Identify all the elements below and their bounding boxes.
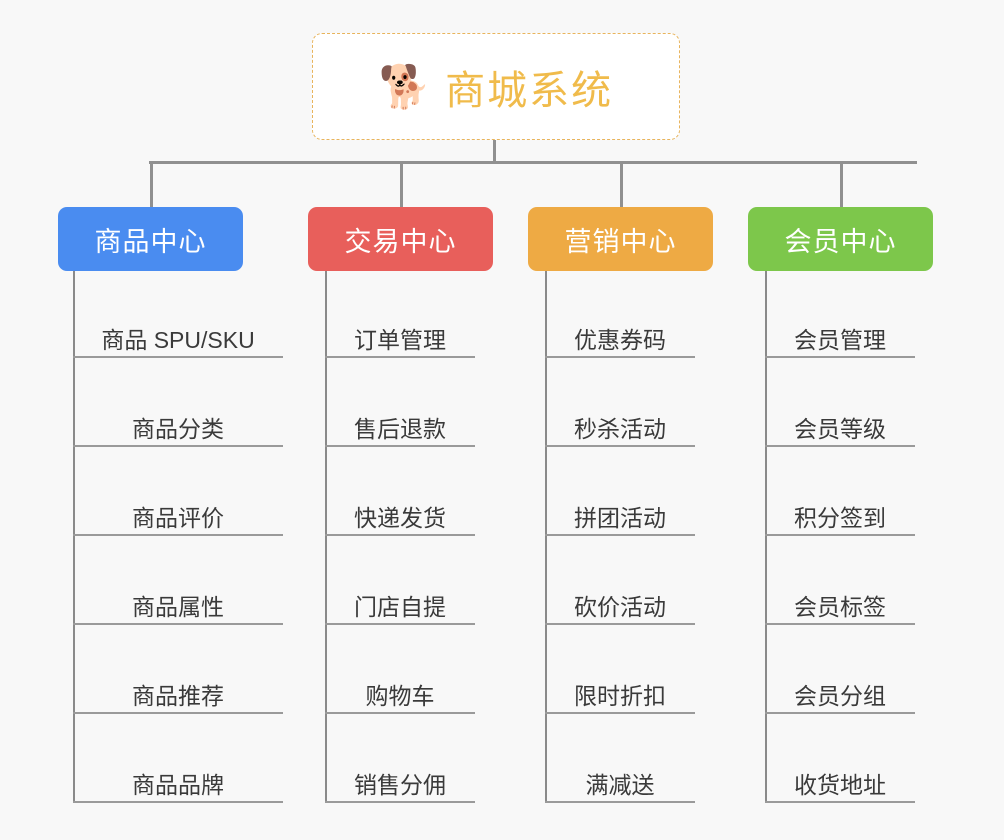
leaf-item[interactable]: 拼团活动: [545, 484, 695, 536]
connector-drop-product-center: [149, 161, 153, 208]
leaf-item-label: 商品品牌: [132, 771, 224, 798]
trunk-line-member-center: [765, 271, 767, 803]
root-node-shop-system[interactable]: 🐕 商城系统: [312, 33, 680, 140]
leaf-item[interactable]: 会员分组: [765, 662, 915, 714]
leaf-item-label: 秒杀活动: [574, 415, 666, 442]
leaf-item-label: 会员等级: [794, 415, 886, 442]
connector-drop-marketing-center: [619, 161, 623, 208]
leaf-item[interactable]: 商品 SPU/SKU: [73, 306, 283, 358]
category-box-member-center[interactable]: 会员中心: [748, 207, 933, 271]
leaf-item-label: 商品属性: [132, 593, 224, 620]
category-label: 营销中心: [564, 226, 677, 257]
leaf-item-label: 订单管理: [354, 326, 446, 353]
leaf-item-label: 门店自提: [354, 593, 446, 620]
leaf-item[interactable]: 积分签到: [765, 484, 915, 536]
leaf-item-label: 限时折扣: [574, 682, 666, 709]
category-box-trade-center[interactable]: 交易中心: [308, 207, 493, 271]
leaf-item[interactable]: 商品品牌: [73, 751, 283, 803]
leaf-item-label: 拼团活动: [574, 504, 666, 531]
category-label: 商品中心: [94, 226, 207, 257]
leaf-item-label: 会员标签: [794, 593, 886, 620]
leaf-item[interactable]: 订单管理: [325, 306, 475, 358]
category-box-product-center[interactable]: 商品中心: [58, 207, 243, 271]
leaf-item-label: 售后退款: [354, 415, 446, 442]
leaf-item-label: 收货地址: [794, 771, 886, 798]
trunk-line-product-center: [73, 271, 75, 803]
leaf-item-label: 销售分佣: [354, 771, 446, 798]
trunk-line-marketing-center: [545, 271, 547, 803]
leaf-item-label: 购物车: [365, 682, 435, 709]
leaf-item-label: 积分签到: [794, 504, 886, 531]
leaf-item[interactable]: 商品推荐: [73, 662, 283, 714]
leaf-item[interactable]: 商品分类: [73, 395, 283, 447]
leaf-item[interactable]: 会员标签: [765, 573, 915, 625]
leaf-item-label: 优惠券码: [574, 326, 666, 353]
leaf-item[interactable]: 商品属性: [73, 573, 283, 625]
leaf-item-label: 商品评价: [132, 504, 224, 531]
leaf-item[interactable]: 限时折扣: [545, 662, 695, 714]
connector-horizontal-bus: [149, 161, 917, 164]
leaf-item-label: 会员分组: [794, 682, 886, 709]
connector-drop-member-center: [839, 161, 843, 208]
category-label: 会员中心: [784, 226, 897, 257]
leaf-item[interactable]: 秒杀活动: [545, 395, 695, 447]
shiba-dog-face-icon: 🐕: [378, 62, 432, 110]
leaf-item[interactable]: 优惠券码: [545, 306, 695, 358]
leaf-item-label: 砍价活动: [574, 593, 666, 620]
leaf-item[interactable]: 砍价活动: [545, 573, 695, 625]
connector-drop-trade-center: [399, 161, 403, 208]
leaf-item-label: 满减送: [585, 771, 655, 798]
leaf-item-label: 商品分类: [132, 415, 224, 442]
leaf-item[interactable]: 满减送: [545, 751, 695, 803]
leaf-item[interactable]: 会员等级: [765, 395, 915, 447]
trunk-line-trade-center: [325, 271, 327, 803]
category-box-marketing-center[interactable]: 营销中心: [528, 207, 713, 271]
connector-root-stem: [493, 140, 496, 164]
leaf-item[interactable]: 会员管理: [765, 306, 915, 358]
leaf-item[interactable]: 商品评价: [73, 484, 283, 536]
leaf-item[interactable]: 快递发货: [325, 484, 475, 536]
leaf-item[interactable]: 购物车: [325, 662, 475, 714]
leaf-item-label: 快递发货: [354, 504, 446, 531]
leaf-item-label: 商品推荐: [132, 682, 224, 709]
category-label: 交易中心: [344, 226, 457, 257]
leaf-item[interactable]: 收货地址: [765, 751, 915, 803]
leaf-item-label: 商品 SPU/SKU: [101, 326, 255, 353]
leaf-item[interactable]: 门店自提: [325, 573, 475, 625]
leaf-item[interactable]: 售后退款: [325, 395, 475, 447]
leaf-item[interactable]: 销售分佣: [325, 751, 475, 803]
root-node-title: 商城系统: [445, 68, 614, 113]
leaf-item-label: 会员管理: [794, 326, 886, 353]
